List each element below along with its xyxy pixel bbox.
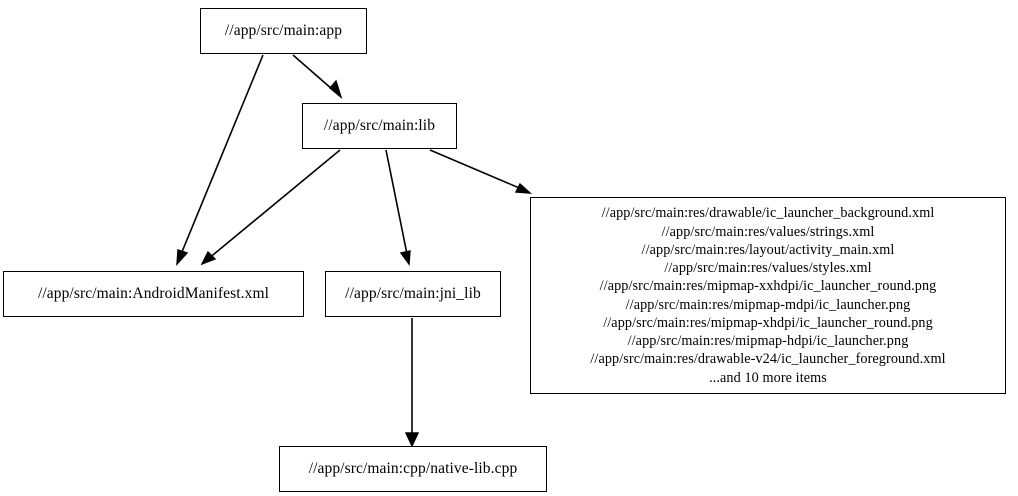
graph-node-jni_lib[interactable]: //app/src/main:jni_lib — [325, 271, 501, 317]
graph-node-label-lib: //app/src/main:lib — [323, 117, 436, 135]
graph-node-app[interactable]: //app/src/main:app — [200, 8, 367, 54]
arrowhead-app-to-lib — [329, 79, 343, 100]
graph-edge-lib-to-jni_lib — [385, 149, 410, 265]
arrowhead-jni_lib-to-native_lib — [404, 432, 420, 448]
graph-node-manifest[interactable]: //app/src/main:AndroidManifest.xml — [3, 271, 304, 317]
graph-edge-lib-to-resources — [429, 149, 525, 191]
graph-node-label-native_lib: //app/src/main:cpp/native-lib.cpp — [308, 460, 518, 478]
graph-node-label-jni_lib: //app/src/main:jni_lib — [345, 285, 481, 303]
graph-node-label-app: //app/src/main:app — [224, 22, 343, 40]
arrowhead-lib-to-manifest — [200, 250, 217, 266]
graph-node-resources[interactable]: //app/src/main:res/drawable/ic_launcher_… — [530, 197, 1006, 394]
graph-edge-app-to-lib — [292, 54, 342, 98]
graph-node-lib[interactable]: //app/src/main:lib — [302, 103, 457, 149]
graph-edge-app-to-manifest — [176, 54, 264, 265]
arrowhead-lib-to-resources — [514, 182, 532, 194]
arrowhead-app-to-manifest — [176, 249, 189, 266]
graph-node-label-manifest: //app/src/main:AndroidManifest.xml — [37, 285, 270, 303]
graph-node-native_lib[interactable]: //app/src/main:cpp/native-lib.cpp — [279, 446, 547, 492]
graph-edge-lib-to-manifest — [201, 149, 341, 265]
arrowhead-lib-to-jni_lib — [399, 250, 411, 266]
graph-node-label-resources: //app/src/main:res/drawable/ic_launcher_… — [590, 205, 946, 386]
